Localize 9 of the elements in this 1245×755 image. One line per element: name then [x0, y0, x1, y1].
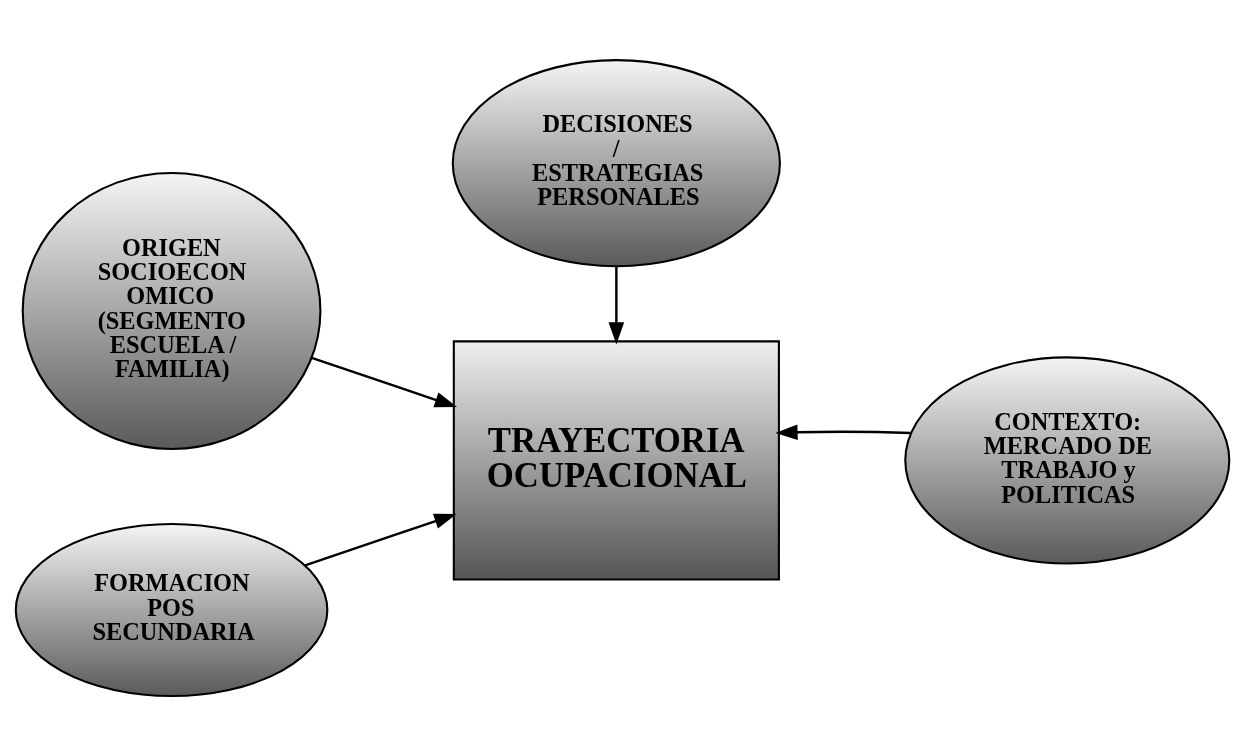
arrow	[311, 356, 458, 407]
node-ellipse: FORMACION POS SECUNDARIA	[14, 522, 329, 697]
arrow	[304, 513, 457, 566]
arrow	[775, 424, 911, 440]
node-ellipse: CONTEXTO: MERCADO DE TRABAJO y POLITICAS	[904, 355, 1231, 565]
arrow	[608, 266, 625, 345]
node-box: TRAYECTORIA OCUPACIONAL	[452, 339, 780, 581]
node-ellipse: DECISIONES / ESTRATEGIAS PERSONALES	[451, 58, 781, 267]
node-circle: ORIGEN SOCIOECON OMICO (SEGMENTO ESCUELA / FAMILIA)	[21, 171, 322, 450]
